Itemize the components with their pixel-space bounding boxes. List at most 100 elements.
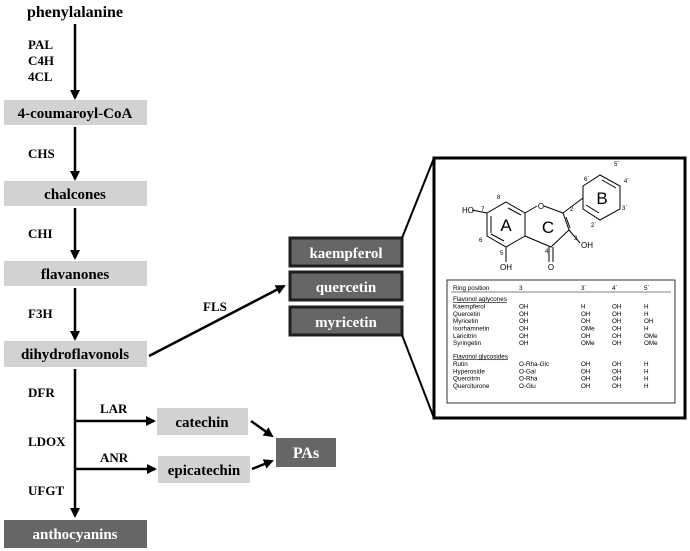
dihydroflavonols-box <box>4 341 147 367</box>
table-cell: OMe <box>644 340 658 347</box>
table-cell: Quercitrin <box>453 376 481 383</box>
pos-5: 5 <box>500 251 504 257</box>
ring-o4-label: O <box>548 263 554 272</box>
table-header-cell: 3´ <box>581 285 587 292</box>
pos-3: 3 <box>574 236 578 242</box>
enzyme-ufgt: UFGT <box>28 483 64 498</box>
pos-4p: 4´ <box>624 179 629 185</box>
table-cell: H <box>644 304 649 311</box>
table-cell: OH <box>519 304 529 311</box>
myricetin-box <box>288 305 404 337</box>
enzyme-lar: LAR <box>100 401 128 416</box>
table-cell: OH <box>519 326 529 333</box>
table-cell: H <box>644 383 649 390</box>
pos-6p: 6´ <box>584 177 589 183</box>
epicatechin-label: epicatechin <box>168 463 241 479</box>
structure-panel <box>432 156 687 420</box>
table-header-cell: Ring position <box>453 285 490 292</box>
table-cell: OMe <box>581 326 595 333</box>
table-cell: OH <box>612 333 622 340</box>
table-header-cell: 4´ <box>612 285 618 292</box>
table-cell: OH <box>612 368 622 375</box>
epicatechin-box <box>158 456 250 483</box>
table-cell: H <box>644 326 649 333</box>
table-cell: Rutin <box>453 361 468 368</box>
table-cell: OMe <box>581 340 595 347</box>
table-cell: OH <box>519 318 529 325</box>
flavanones-box <box>4 261 147 286</box>
pos-5p: 5´ <box>614 162 619 168</box>
arrow-catechin-to-pas <box>250 419 274 438</box>
table-cell: OH <box>612 361 622 368</box>
coumaroyl-box <box>4 100 147 125</box>
chalcones-label: chalcones <box>44 187 106 203</box>
table-cell: OH <box>644 318 654 325</box>
pos-3p: 3´ <box>622 206 627 212</box>
anthocyanins-label: anthocyanins <box>32 527 117 543</box>
substituent-table <box>446 279 676 404</box>
table-cell: OH <box>612 311 622 318</box>
enzyme-dfr: DFR <box>28 385 55 400</box>
table-cell: OH <box>581 368 591 375</box>
table-cell: OH <box>612 376 622 383</box>
table-cell: H <box>644 361 649 368</box>
table-cell: OH <box>612 383 622 390</box>
pos-8: 8 <box>497 195 501 201</box>
connector-bottom <box>401 334 435 419</box>
enzyme-chi: CHI <box>28 226 53 241</box>
table-cell: H <box>644 311 649 318</box>
table-cell: Hyperoside <box>453 368 485 375</box>
table-cell: OH <box>581 383 591 390</box>
pas-label: PAs <box>293 445 319 462</box>
table-cell: OH <box>581 376 591 383</box>
enzyme-chs: CHS <box>28 146 55 161</box>
enzyme-pal: PAL <box>28 37 53 52</box>
ring-c-label: C <box>542 218 554 237</box>
arrow-fls <box>148 284 286 358</box>
table-cell: H <box>644 368 649 375</box>
catechin-label: catechin <box>175 415 229 431</box>
table-cell: Quercetin <box>453 311 481 318</box>
table-cell: OH <box>612 326 622 333</box>
anthocyanins-box <box>4 520 147 548</box>
chalcones-box <box>4 181 147 206</box>
oh5-label: OH <box>500 263 512 272</box>
ho7-label: HO <box>462 206 474 215</box>
table-cell: OH <box>612 304 622 311</box>
oh3-label: OH <box>581 241 593 250</box>
table-cell: Querciturone <box>453 383 490 390</box>
coumaroyl-label: 4-coumaroyl-CoA <box>18 106 133 122</box>
table-cell: Myricetin <box>453 318 479 325</box>
pos-4: 4 <box>545 249 549 255</box>
table-cell: O-Rha <box>519 376 538 383</box>
table-cell: H <box>581 304 586 311</box>
kaempferol-label: kaempferol <box>309 246 382 262</box>
table-cell: OH <box>581 311 591 318</box>
table-header-cell: 3 <box>519 285 523 292</box>
table-group-title: Flavonol aglycones <box>453 296 507 303</box>
table-cell: OMe <box>644 333 658 340</box>
ring-b-label: B <box>596 189 607 208</box>
ring-o1-label: O <box>538 202 544 211</box>
quercetin-label: quercetin <box>316 280 377 296</box>
arrow-epicatechin-to-pas <box>251 459 274 471</box>
table-cell: H <box>644 376 649 383</box>
table-header-cell: 5´ <box>644 285 650 292</box>
table-cell: O-Rha-Glc <box>519 361 549 368</box>
table-cell: Isorhamnetin <box>453 326 490 333</box>
table-cell: OH <box>612 340 622 347</box>
pos-2p: 2´ <box>591 223 596 229</box>
pos-2: 2 <box>570 207 574 213</box>
table-cell: OH <box>519 311 529 318</box>
catechin-box <box>157 408 248 435</box>
phenylalanine-label: phenylalanine <box>27 4 123 21</box>
table-cell: OH <box>519 340 529 347</box>
enzyme-anr: ANR <box>100 450 129 465</box>
table-group-title: Flavonol glycosides <box>453 353 508 360</box>
table-cell: OH <box>612 318 622 325</box>
enzyme-f3h: F3H <box>28 306 53 321</box>
table-cell: OH <box>581 333 591 340</box>
table-cell: OH <box>581 361 591 368</box>
